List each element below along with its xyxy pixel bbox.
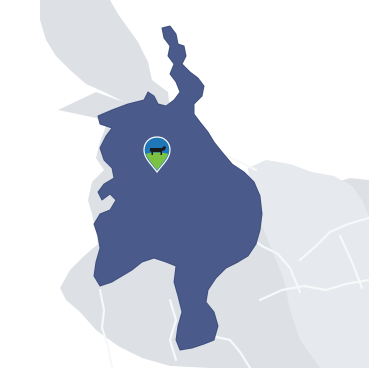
land-north — [40, 0, 170, 112]
boundary-east-3 — [298, 216, 369, 262]
cow-body — [150, 146, 166, 155]
cow-icon — [150, 146, 166, 155]
location-pin[interactable] — [143, 136, 171, 173]
boundary-south-mid — [210, 334, 252, 368]
boundary-west-south — [98, 288, 114, 368]
boundary-east-1 — [246, 234, 302, 294]
highlighted-region — [93, 25, 263, 351]
region-boundaries — [98, 148, 369, 368]
pin-grass — [146, 152, 168, 170]
land-east — [248, 160, 369, 368]
boundary-east-2 — [258, 278, 369, 302]
boundary-south-central — [168, 298, 178, 362]
boundary-east-4 — [338, 234, 364, 290]
